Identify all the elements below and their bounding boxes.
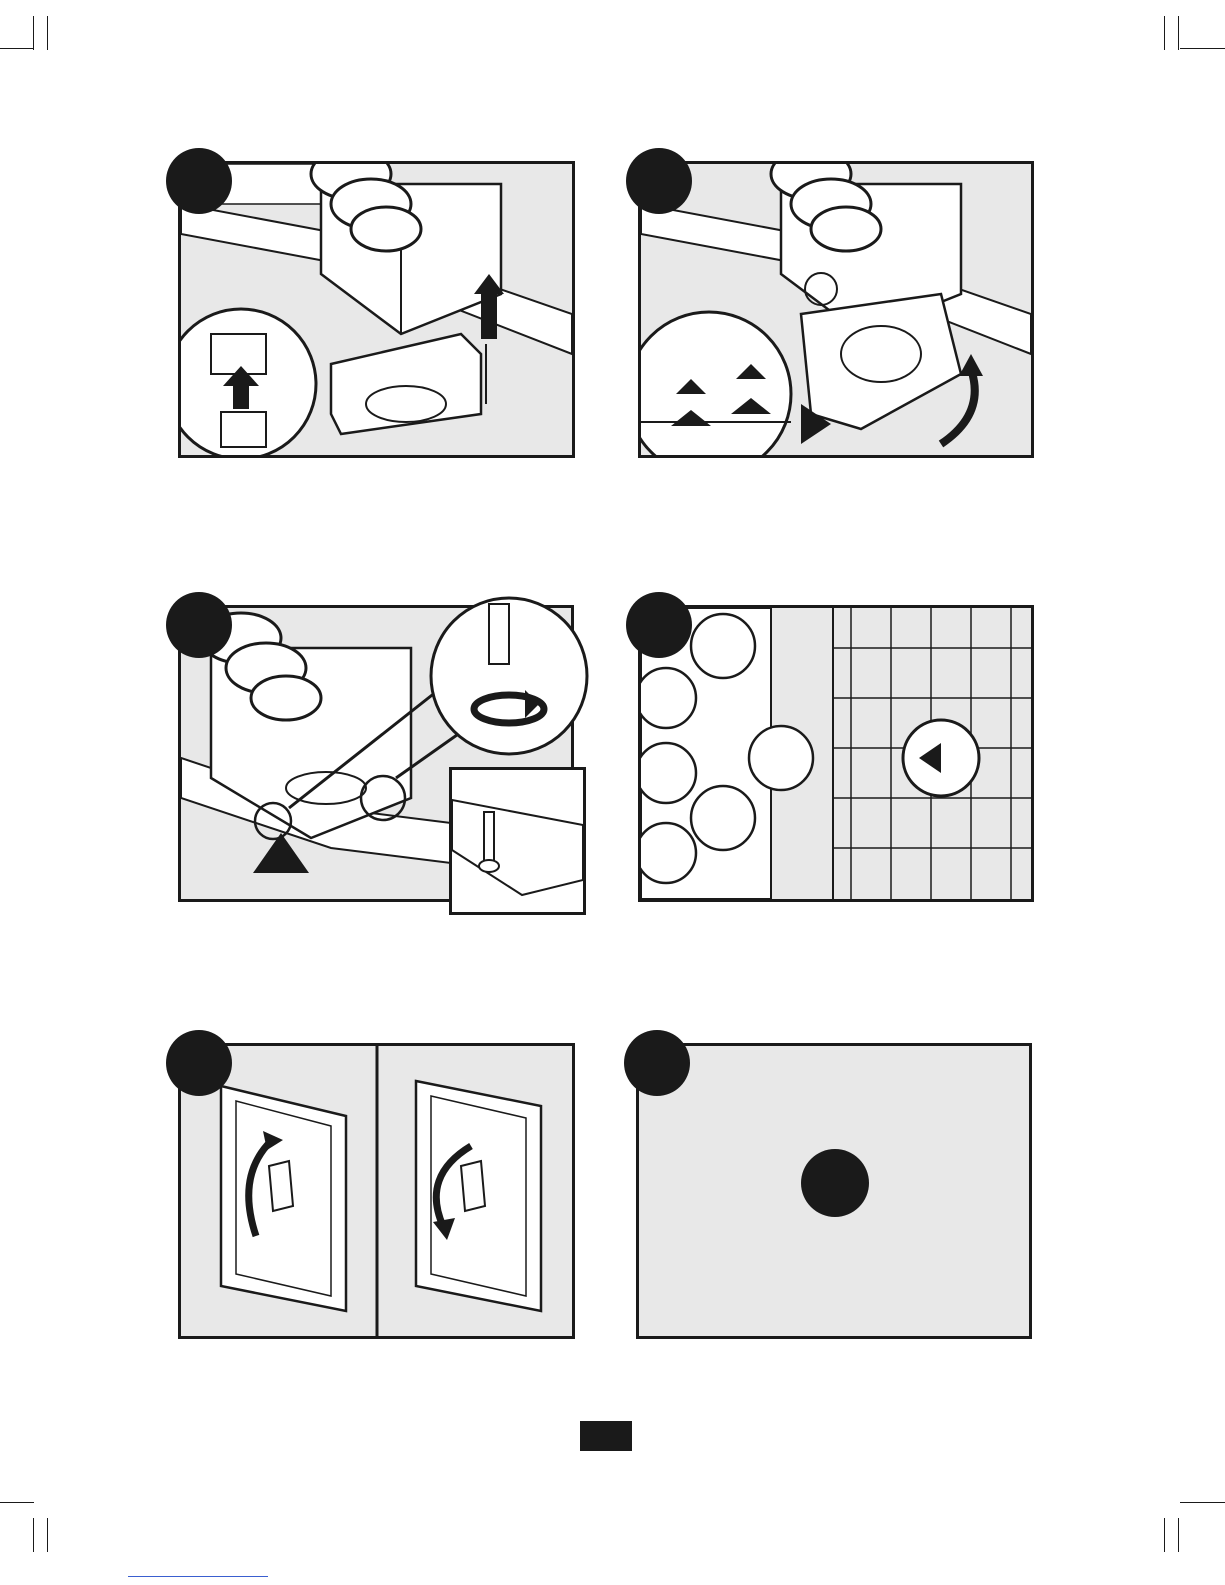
- step-3-zoom-inset-circle: [427, 594, 591, 758]
- step-5-badge: [166, 1030, 232, 1096]
- step-2-illustration: [641, 164, 1031, 455]
- step-3-detail-box: [449, 767, 586, 915]
- step-6-badge: [624, 1030, 690, 1096]
- step-5-illustration: [181, 1046, 572, 1336]
- step-1-panel: [178, 161, 575, 458]
- inset-circle: [641, 312, 791, 455]
- step-2-badge: [626, 148, 692, 214]
- step-6-panel: [636, 1043, 1032, 1339]
- footer-link-underline: [128, 1576, 268, 1577]
- step-4-illustration: [641, 608, 1031, 899]
- step-2-panel: [638, 161, 1034, 458]
- step-1-illustration: [181, 164, 572, 455]
- step-6-center-dot: [801, 1149, 869, 1217]
- switch-plate-off: [416, 1081, 541, 1311]
- step-4-panel: [638, 605, 1034, 902]
- step-3-badge: [166, 592, 232, 658]
- step-5-panel: [178, 1043, 575, 1339]
- page-number-tab: [580, 1421, 632, 1451]
- inset-circle: [181, 309, 316, 455]
- step-4-badge: [626, 592, 692, 658]
- step-1-badge: [166, 148, 232, 214]
- switch-plate-on: [221, 1086, 346, 1311]
